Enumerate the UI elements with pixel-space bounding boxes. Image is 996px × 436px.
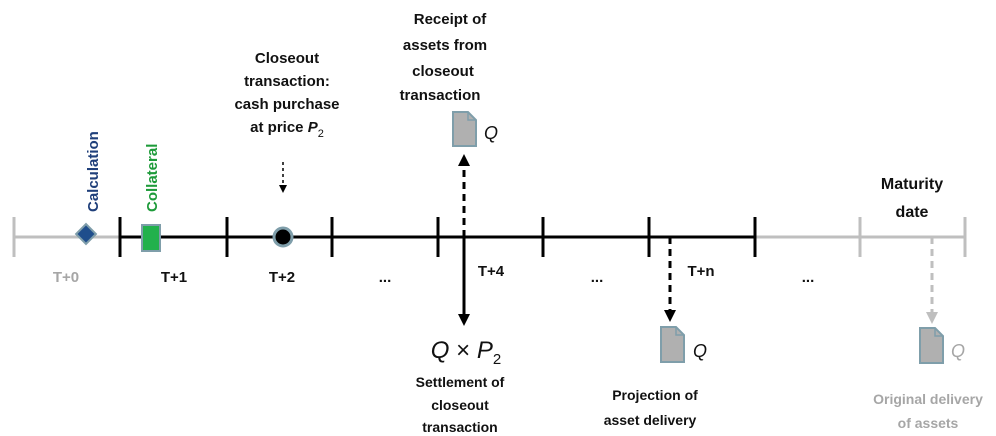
receipt-line2: assets from (403, 37, 487, 54)
calculation-diamond-icon (74, 222, 98, 246)
tick-label-ellipsis-2: ... (591, 269, 604, 286)
closeout-line2: transaction: (244, 73, 330, 90)
settlement-formula: Q × P2 (431, 337, 501, 368)
projection-arrowhead (664, 310, 676, 322)
closeout-line3: cash purchase (234, 96, 339, 113)
collateral-square-icon (141, 224, 161, 252)
price-symbol: P (308, 119, 319, 136)
collateral-label: Collateral (144, 144, 161, 212)
tick-label-t4: T+4 (478, 263, 505, 280)
formula-times: × (449, 337, 476, 364)
receipt-asset-symbol: Q (484, 123, 498, 143)
original-asset-symbol: Q (951, 341, 965, 361)
t4-label-bg (456, 256, 526, 288)
closeout-line4: at price P2 (250, 119, 324, 140)
closeout-circle-icon (272, 226, 294, 248)
original-line1: Original delivery (873, 391, 983, 407)
maturity-label-line1: Maturity (881, 176, 943, 193)
settlement-line3: transaction (422, 419, 497, 435)
projection-document-icon (660, 326, 685, 363)
formula-p: P (477, 337, 493, 364)
closeout-text: Closeout transaction: cash purchase at p… (234, 50, 339, 140)
closeout-line4-text: at price (250, 119, 303, 136)
tick-label-t0: T+0 (53, 269, 79, 286)
price-subscript: 2 (318, 128, 324, 140)
original-line2: of assets (898, 415, 959, 431)
formula-sub: 2 (493, 351, 501, 368)
tick-label-ellipsis-3: ... (802, 269, 815, 286)
formula-q: Q (431, 337, 450, 364)
tick-label-t2: T+2 (269, 269, 295, 286)
original-document-icon (919, 327, 944, 364)
closeout-arrowhead (279, 185, 287, 193)
settlement-line1: Settlement of (416, 374, 505, 390)
tick-label-tn: T+n (687, 263, 714, 280)
receipt-line3: closeout (412, 63, 474, 80)
settlement-arrowhead (458, 314, 470, 326)
tick-label-t1: T+1 (161, 269, 187, 286)
receipt-arrowhead (458, 154, 470, 166)
receipt-line4: transaction (400, 87, 481, 104)
receipt-line1: Receipt of (414, 11, 488, 28)
receipt-text: Receipt of assets from closeout transact… (400, 11, 488, 104)
closeout-line1: Closeout (255, 50, 319, 67)
receipt-document-icon (452, 111, 477, 147)
projection-line1: Projection of (612, 387, 698, 403)
projection-asset-symbol: Q (693, 341, 707, 361)
tick-label-ellipsis-1: ... (379, 269, 392, 286)
maturity-label-line2: date (896, 204, 929, 221)
calculation-label: Calculation (85, 131, 102, 212)
settlement-line2: closeout (431, 397, 489, 413)
projection-line2: asset delivery (604, 412, 697, 428)
original-arrowhead (926, 312, 938, 324)
